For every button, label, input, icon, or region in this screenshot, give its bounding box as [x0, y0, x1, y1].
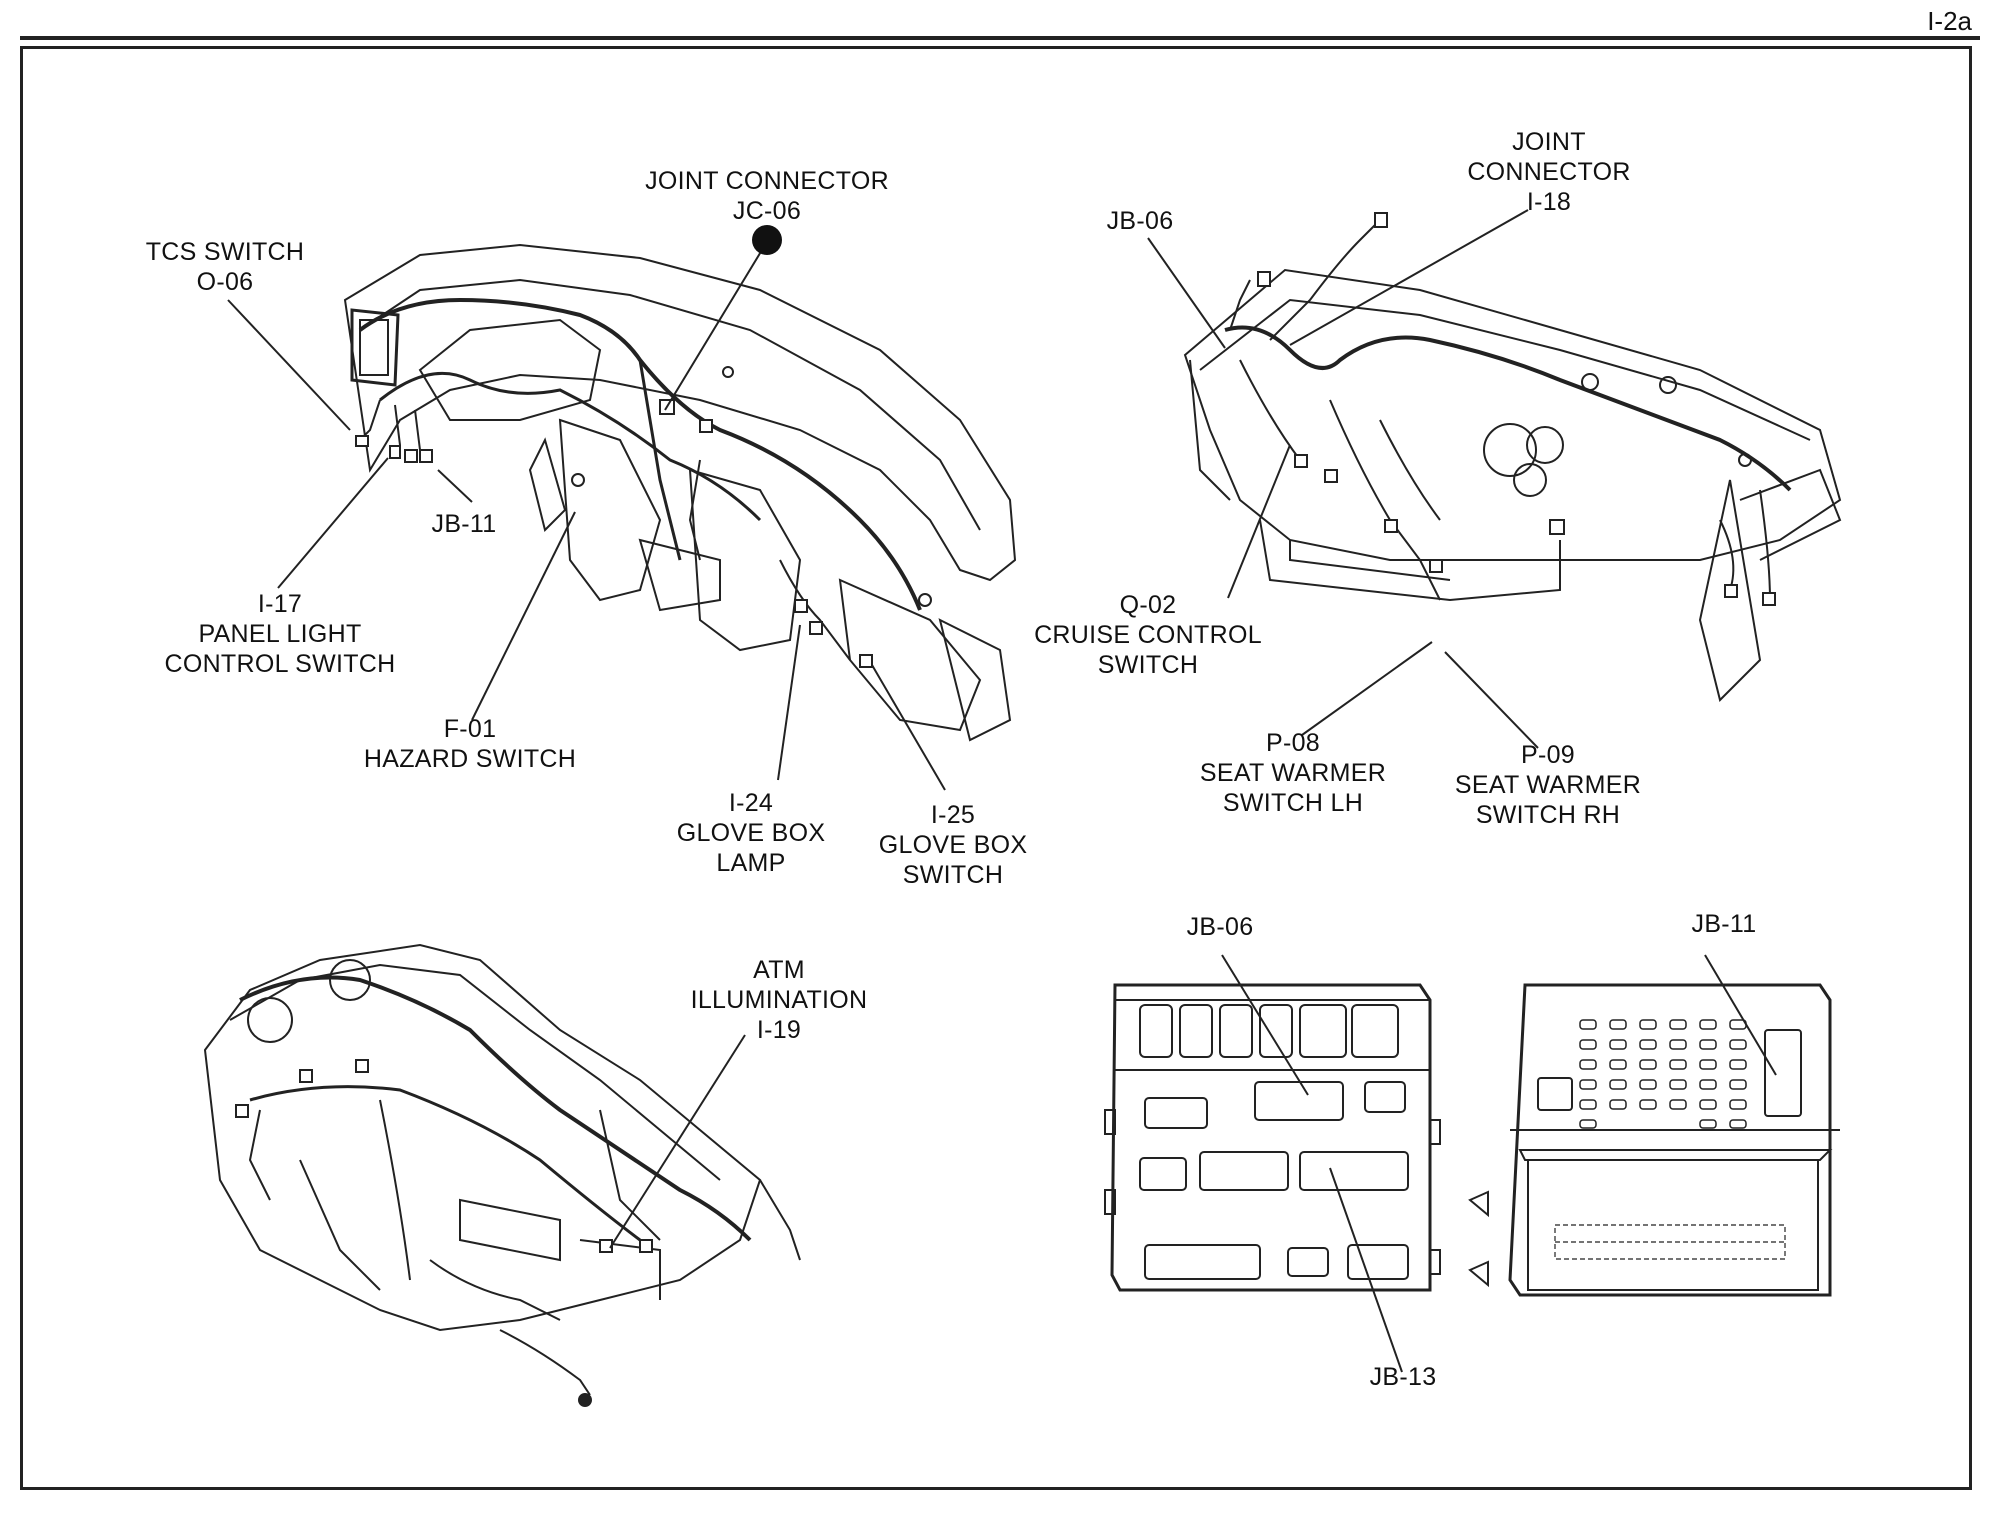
jc06-marker: [752, 225, 782, 255]
header-rule: [20, 36, 1980, 40]
jb11-junction-block: [1468, 954, 1840, 1297]
page-number: I-2a: [1927, 6, 1972, 36]
diagram-frame: [20, 46, 1972, 1490]
label-jb11-top: JB-11: [431, 510, 497, 538]
label-jb13: JB-13: [1369, 1363, 1437, 1391]
dashboard-left-illustration: [227, 243, 1017, 791]
label-jb11-box: JB-11: [1691, 910, 1757, 938]
label-jb06-box: JB-06: [1186, 913, 1254, 941]
label-jb06-top: JB-06: [1106, 207, 1174, 235]
floor-harness-illustration: [203, 943, 801, 1407]
jb06-junction-block: [1104, 954, 1441, 1373]
dashboard-right-illustration: [1147, 209, 1842, 749]
